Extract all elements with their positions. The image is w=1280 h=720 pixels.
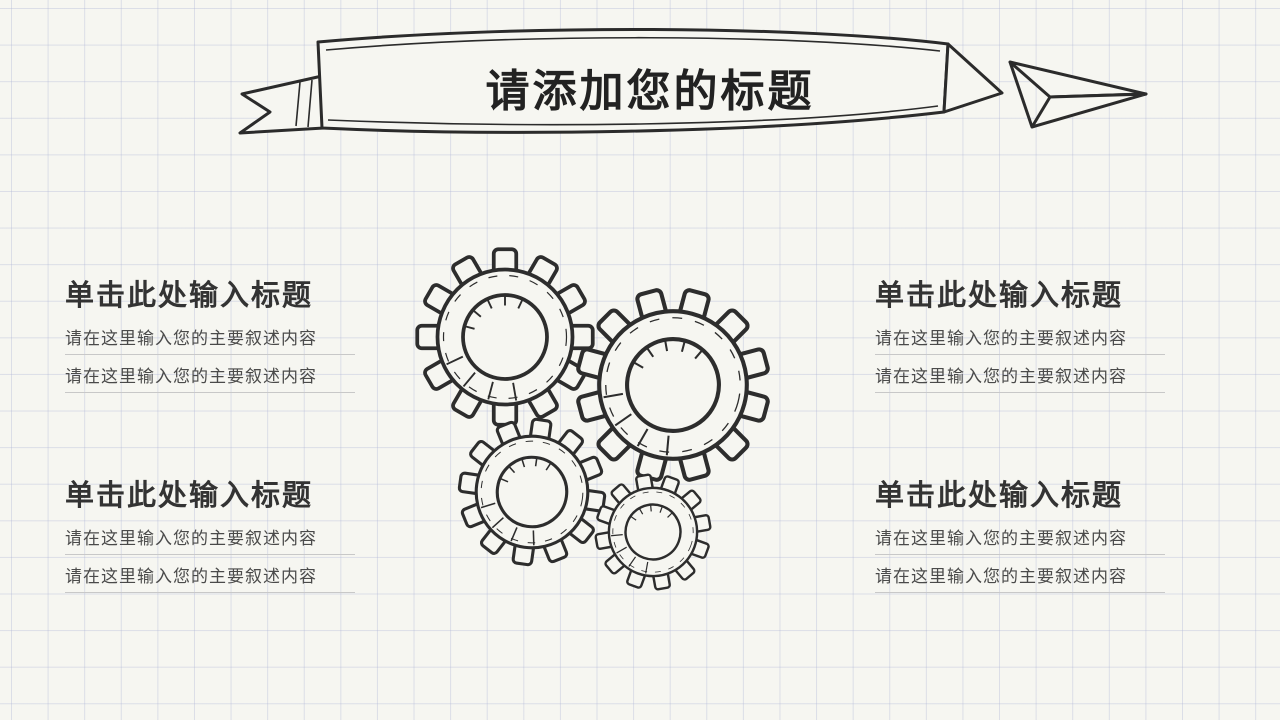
text-block-bottom-right: 单击此处输入标题 请在这里输入您的主要叙述内容 请在这里输入您的主要叙述内容 [875,472,1165,600]
block-body-line[interactable]: 请在这里输入您的主要叙述内容 [875,524,1165,555]
gear-icon [415,247,790,607]
block-body-line[interactable]: 请在这里输入您的主要叙述内容 [875,362,1165,393]
block-body-line[interactable]: 请在这里输入您的主要叙述内容 [65,562,355,593]
text-block-top-right: 单击此处输入标题 请在这里输入您的主要叙述内容 请在这里输入您的主要叙述内容 [875,272,1165,400]
block-body-line[interactable]: 请在这里输入您的主要叙述内容 [875,324,1165,355]
block-body-line[interactable]: 请在这里输入您的主要叙述内容 [65,362,355,393]
block-body-line[interactable]: 请在这里输入您的主要叙述内容 [65,324,355,355]
block-title[interactable]: 单击此处输入标题 [875,280,1124,312]
text-block-bottom-left: 单击此处输入标题 请在这里输入您的主要叙述内容 请在这里输入您的主要叙述内容 [65,472,355,600]
block-body-line[interactable]: 请在这里输入您的主要叙述内容 [65,524,355,555]
slide-title-placeholder[interactable]: 请添加您的标题 [485,67,815,116]
block-title[interactable]: 单击此处输入标题 [875,480,1124,512]
block-title[interactable]: 单击此处输入标题 [65,480,314,512]
block-body-line[interactable]: 请在这里输入您的主要叙述内容 [875,562,1165,593]
paper-airplane-icon [1008,60,1148,129]
block-title[interactable]: 单击此处输入标题 [65,280,314,312]
text-block-top-left: 单击此处输入标题 请在这里输入您的主要叙述内容 请在这里输入您的主要叙述内容 [65,272,355,400]
